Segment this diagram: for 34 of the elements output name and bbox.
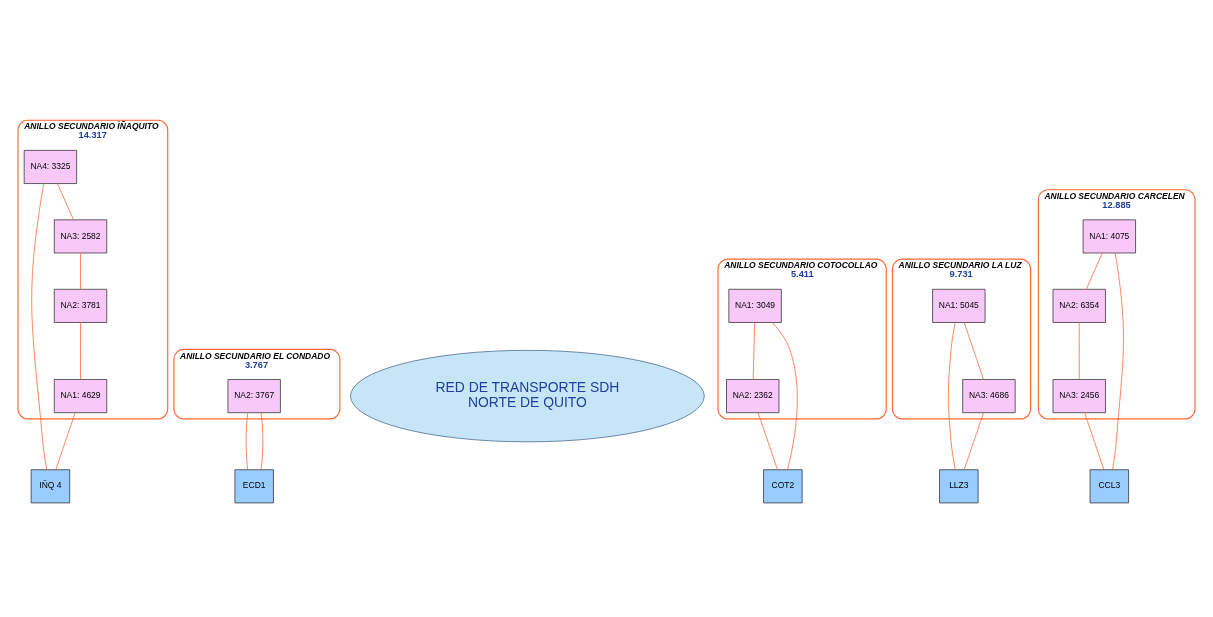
node-box: ECD1 [234,469,274,504]
connector [31,183,48,471]
connector [1084,412,1105,470]
node-ellipse: RED DE TRANSPORTE SDH NORTE DE QUITO [350,349,705,443]
node-box: NA1: 5045 [932,288,986,323]
node-box: LLZ3 [939,469,979,504]
node-box: NA2: 3781 [53,288,108,323]
node-box: NA2: 6354 [1052,288,1106,323]
connector [963,322,984,380]
connector [55,412,76,470]
node-box: NA2: 3767 [227,379,281,414]
connector [80,322,81,380]
connector [772,322,798,471]
node-box: NA1: 4075 [1082,219,1136,254]
connector [57,183,74,221]
connector [80,252,81,290]
connector [1085,252,1103,290]
node-box: NA1: 4629 [53,379,108,414]
node-box: NA4: 3325 [23,149,78,184]
node-box: NA3: 4686 [962,379,1016,414]
node-box: NA3: 2456 [1052,379,1106,414]
connector [948,322,956,471]
node-box: CCL3 [1089,469,1129,504]
connector [963,412,984,470]
connector [245,412,249,470]
node-box: IÑQ 4 [30,469,71,504]
connector [752,322,756,380]
node-box: NA3: 2582 [53,219,108,254]
node-box: COT2 [763,469,803,504]
node-box: NA2: 2362 [726,379,780,414]
connector [757,412,778,470]
connector [1112,252,1124,471]
node-box: NA1: 3049 [728,288,782,323]
connector [260,412,264,470]
